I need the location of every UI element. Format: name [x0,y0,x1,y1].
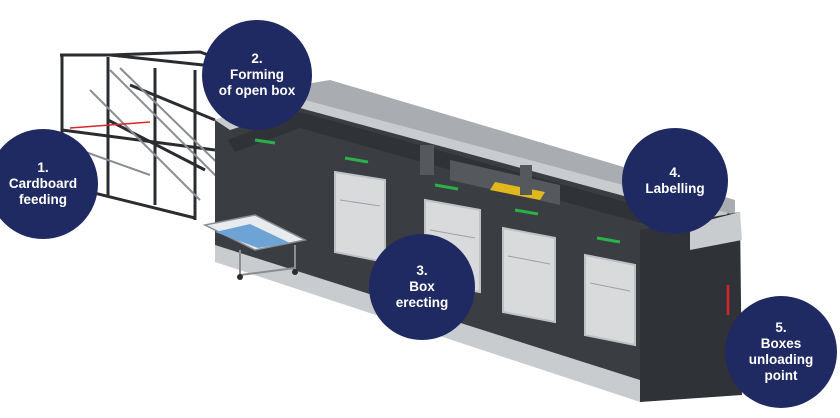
step-1-number: 1. [37,160,49,175]
step-3-box-erecting: 3. Box erecting [369,234,475,340]
step-2-number: 2. [251,51,263,66]
feeder-red-laser [69,121,151,129]
step-5-number: 5. [775,320,787,335]
step-5-line-1: Boxes [760,336,802,351]
green-accent-strips [254,138,621,244]
top-mechanism [420,145,560,205]
step-5-line-3: point [764,368,798,383]
step-2-line-1: Forming [230,67,284,82]
step-1-cardboard-feeding: 1. Cardboard feeding [0,129,98,239]
step-2-line-2: of open box [218,83,296,98]
step-1-line-1: Cardboard [8,176,78,191]
step-4-line-1: Labelling [645,181,705,196]
step-1-line-2: feeding [18,192,67,207]
step-4-number: 4. [669,165,681,180]
step-5-boxes-unloading-point: 5. Boxes unloading point [725,296,837,408]
step-3-number: 3. [416,263,428,278]
conveyor-cart [202,214,308,280]
window-inner-lines [339,199,631,292]
step-3-line-1: Box [409,279,435,294]
step-2-forming-open-box: 2. Forming of open box [202,20,312,130]
step-4-labelling: 4. Labelling [622,128,728,234]
step-5-line-2: unloading [748,352,814,367]
step-3-line-2: erecting [395,295,449,310]
